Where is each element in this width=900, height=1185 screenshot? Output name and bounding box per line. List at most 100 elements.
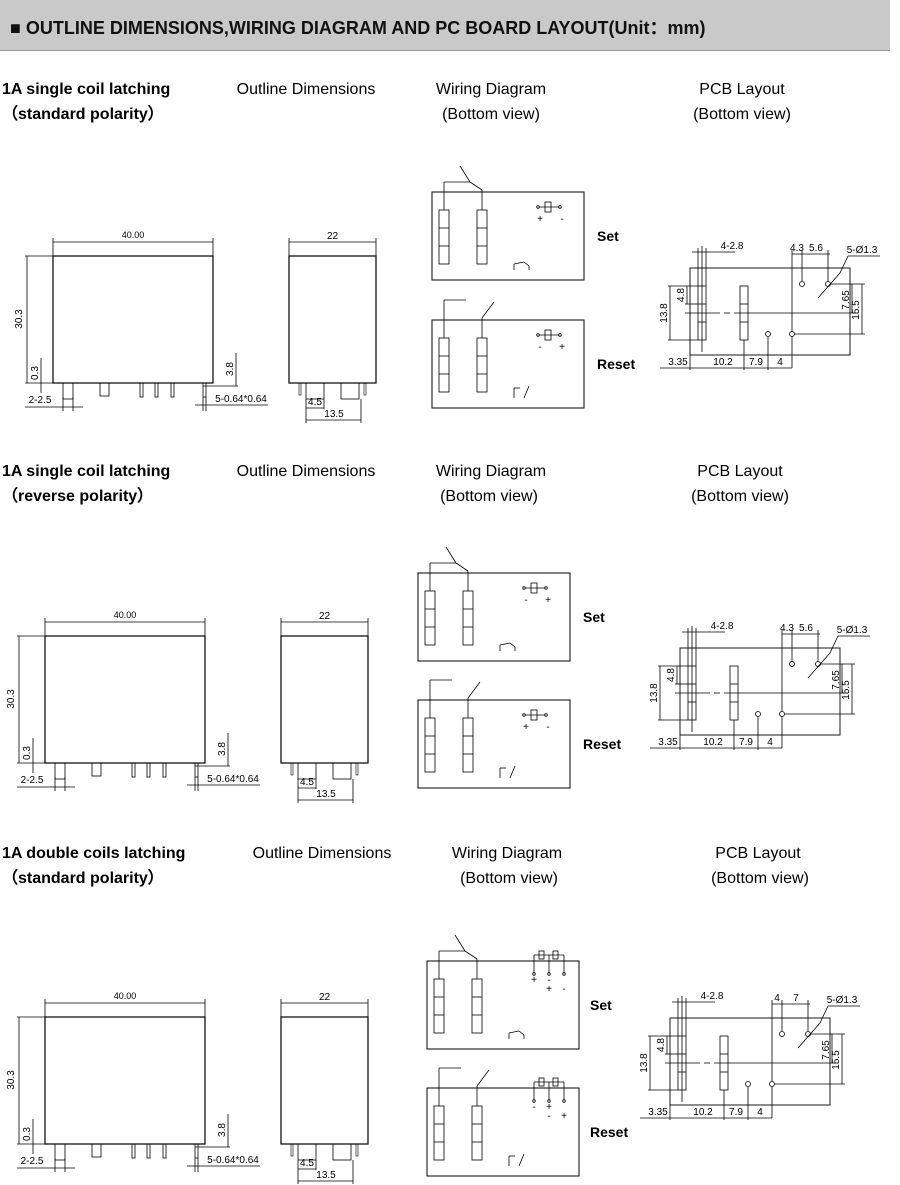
rect xyxy=(679,647,841,736)
section-3-pcb-label: PCB Layout xyxy=(715,845,801,862)
rect xyxy=(431,191,585,281)
rect xyxy=(530,582,538,594)
rect xyxy=(202,382,207,398)
dimension-label: 13.5 xyxy=(324,409,344,420)
polarity-sign: - xyxy=(538,342,541,353)
set-label: Set xyxy=(597,228,619,244)
polarity-sign: - xyxy=(547,1111,550,1122)
section-banner: ■ OUTLINE DIMENSIONS,WIRING DIAGRAM AND … xyxy=(0,0,890,51)
hole xyxy=(547,972,551,976)
rect xyxy=(131,1143,136,1159)
reset-label: Reset xyxy=(597,356,635,372)
hole xyxy=(779,711,785,717)
dimension-label: 30.3 xyxy=(14,309,25,329)
dimension-label: 4-2.8 xyxy=(721,241,744,252)
line xyxy=(445,546,457,564)
rect xyxy=(146,1143,151,1159)
line xyxy=(523,261,530,267)
rect xyxy=(297,762,317,780)
rect xyxy=(355,1143,359,1157)
rect xyxy=(426,960,580,1050)
dimension-label: 4.5 xyxy=(300,1158,314,1169)
dimension-label: 15.5 xyxy=(851,300,862,320)
hole xyxy=(825,281,831,287)
dimension-label: 10.2 xyxy=(703,737,723,748)
polarity-sign: - xyxy=(560,214,563,225)
section-1-title: 1A single coil latching xyxy=(2,81,171,98)
line xyxy=(455,562,469,572)
rect xyxy=(669,1017,831,1106)
rect xyxy=(297,1143,317,1161)
rect xyxy=(91,762,102,777)
hole xyxy=(522,713,526,717)
dimension-label: 5-0.64*0.64 xyxy=(215,394,267,405)
dimension-label: 13.8 xyxy=(659,303,670,323)
dimension-label: 3.35 xyxy=(668,357,688,368)
hole xyxy=(536,333,540,337)
rect xyxy=(544,329,552,341)
rect xyxy=(290,762,294,776)
dimension-label: 7.9 xyxy=(729,1107,743,1118)
dimension-label: 10.2 xyxy=(713,357,733,368)
line xyxy=(819,1005,829,1024)
polarity-sign: - xyxy=(547,975,550,986)
section-1-wiring-sub: (Bottom view) xyxy=(442,106,540,123)
rect xyxy=(131,762,136,778)
rect xyxy=(438,337,450,393)
set-label: Set xyxy=(583,609,605,625)
hole xyxy=(536,205,540,209)
dimension-label: 40.00 xyxy=(122,230,145,240)
rect xyxy=(471,978,483,1034)
rect xyxy=(544,201,552,213)
rect xyxy=(162,1143,167,1159)
section-2-outline-label: Outline Dimensions xyxy=(236,463,376,480)
set-label: Set xyxy=(590,997,612,1013)
line xyxy=(839,255,849,274)
dimension-label: 4.8 xyxy=(666,668,677,682)
rect xyxy=(476,209,488,265)
dimension-label: 22 xyxy=(319,992,331,1003)
polarity-sign: + xyxy=(561,1111,567,1122)
outline-side-view-2: 224.513.5 xyxy=(280,611,369,803)
hole xyxy=(532,1099,536,1103)
hole xyxy=(544,713,548,717)
hole xyxy=(769,1081,775,1087)
wiring-set-diagram-3: +-+-Set xyxy=(426,934,612,1050)
reset-label: Reset xyxy=(583,736,621,752)
rect xyxy=(280,1016,369,1145)
dimension-label: 7.65 xyxy=(831,670,842,690)
wiring-reset-diagram-3: -+-+Reset xyxy=(426,1067,628,1177)
dimension-label: 40.00 xyxy=(114,991,137,1001)
wiring-set-diagram-1: +-Set xyxy=(431,165,619,281)
dimension-label: 4.3 xyxy=(790,243,804,254)
hole xyxy=(547,1099,551,1103)
line xyxy=(499,642,511,646)
line xyxy=(807,652,831,679)
dimension-label: 4.5 xyxy=(300,777,314,788)
line xyxy=(797,1022,821,1049)
rect xyxy=(438,209,450,265)
rect xyxy=(305,382,325,400)
line xyxy=(829,635,839,654)
dimension-label: 7.9 xyxy=(739,737,753,748)
rect xyxy=(54,1143,66,1161)
rect xyxy=(462,717,474,773)
rect xyxy=(91,1143,102,1158)
hole xyxy=(789,661,795,667)
rect xyxy=(52,255,214,384)
dimension-label: 5-0.64*0.64 xyxy=(207,774,259,785)
rect xyxy=(139,382,144,398)
polarity-sign: + xyxy=(531,975,537,986)
line xyxy=(513,261,525,265)
dimension-label: 5-0.64*0.64 xyxy=(207,1155,259,1166)
section-2-title: 1A single coil latching xyxy=(2,463,171,480)
section-2-pcb-label: PCB Layout xyxy=(697,463,783,480)
line xyxy=(459,165,471,183)
section-2-subtitle: （reverse polarity） xyxy=(2,488,154,505)
dimension-label: 7 xyxy=(793,993,799,1004)
polarity-sign: + xyxy=(545,595,551,606)
